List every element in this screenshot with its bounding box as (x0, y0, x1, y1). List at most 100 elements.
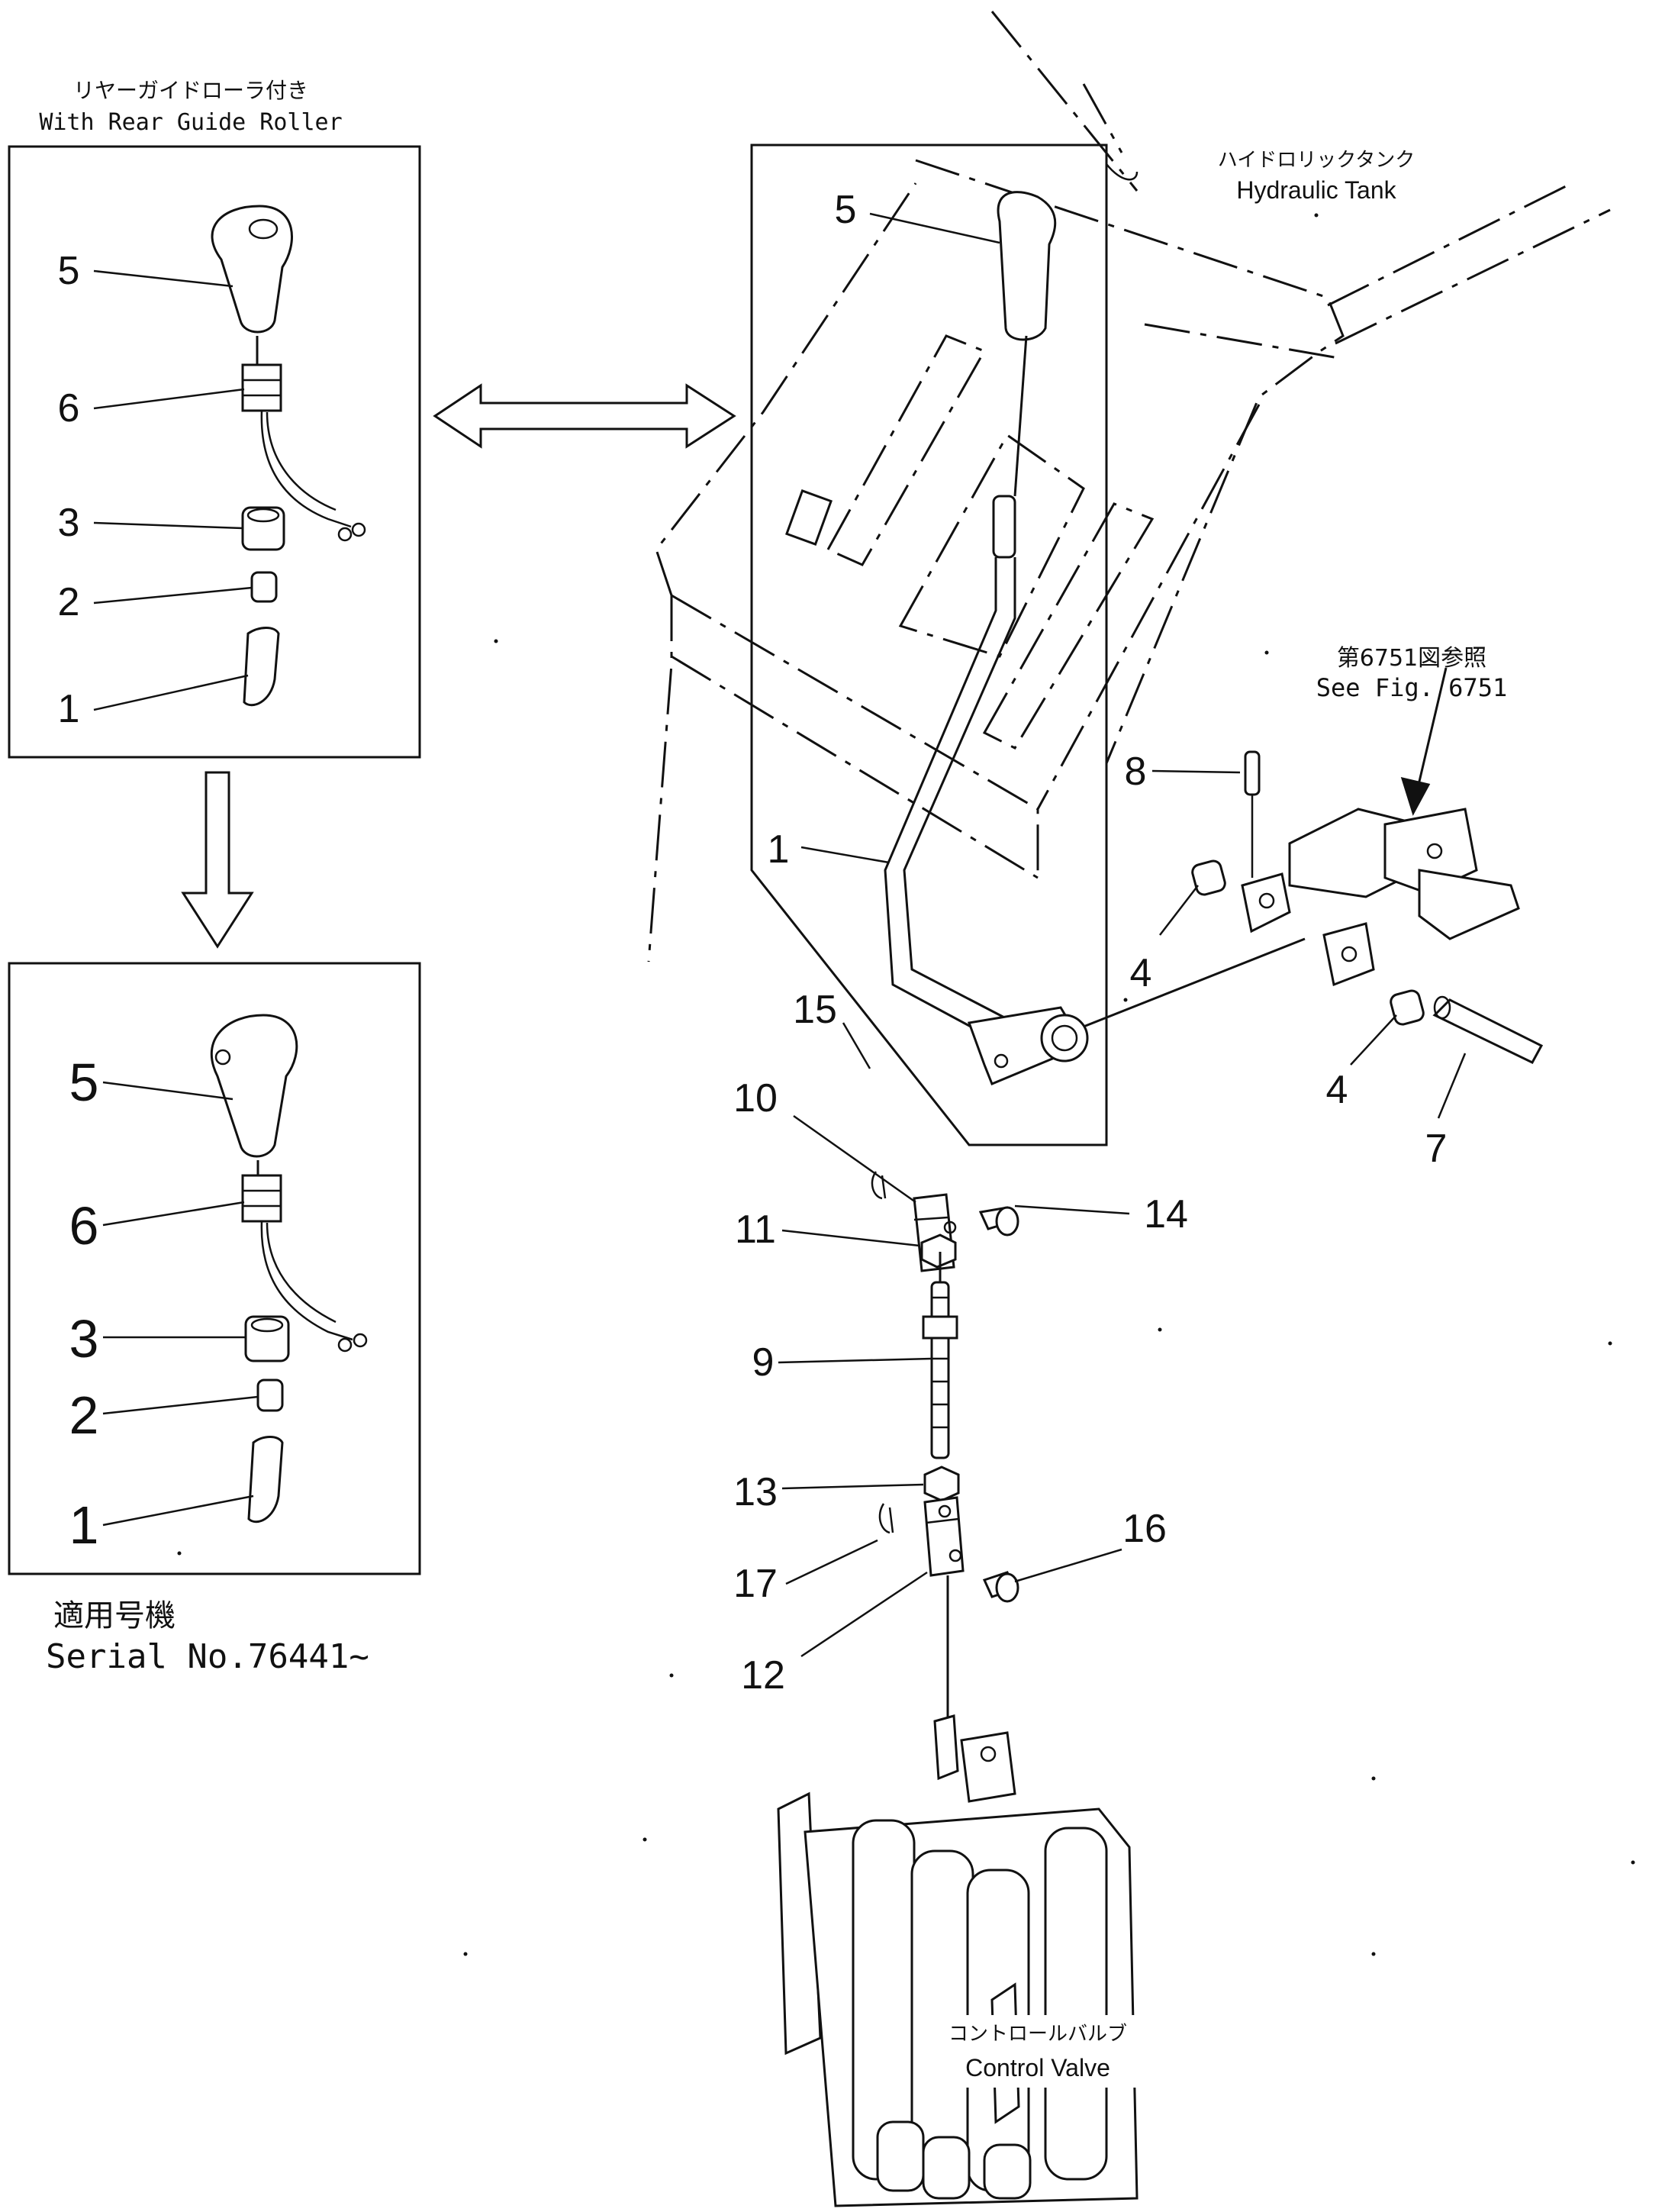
tank-outline (655, 182, 917, 596)
part-number-label: 3 (69, 1309, 99, 1369)
tank-slot (826, 334, 987, 566)
bushing-part (256, 1378, 284, 1412)
clevis-slot (926, 1517, 959, 1524)
scan-dot (1264, 650, 1269, 655)
control-valve-label-jp: コントロールバルブ (949, 2023, 1127, 2046)
leader-7 (1437, 1053, 1467, 1119)
part-number-label: 4 (1130, 951, 1152, 995)
bracket-clevis (1322, 922, 1375, 987)
inset-top-frame (8, 145, 421, 759)
leader-6 (102, 1201, 245, 1227)
leader-5 (869, 212, 1000, 244)
lever-plate-hole (994, 1053, 1009, 1069)
lever-stem (1013, 335, 1028, 497)
part-number-label: 8 (1125, 750, 1147, 794)
leader-5 (93, 269, 234, 288)
part-number-label: 1 (768, 827, 790, 872)
leader-5 (102, 1081, 234, 1101)
part-number-label: 11 (735, 1208, 776, 1252)
switch-wire (266, 1222, 337, 1324)
serial-caption-en: Serial No.76441~ (46, 1637, 369, 1676)
nut-hole (246, 508, 280, 523)
bracket-plate (1418, 869, 1520, 940)
control-valve (777, 1714, 1139, 2207)
see-fig-arrow-line (1414, 667, 1448, 798)
inset-serial-range: 5 6 3 2 1 適用号機 Serial No.76441~ (8, 962, 421, 1676)
tank-outline (915, 159, 1345, 764)
scan-dot (643, 1837, 647, 1842)
bushing-part (1390, 989, 1425, 1026)
knob-hole-detail (214, 1049, 231, 1066)
tank-outline (1036, 404, 1261, 810)
tank-label-plate (785, 489, 833, 546)
valve-clevis-hole (980, 1746, 997, 1762)
tank-slot (982, 502, 1155, 750)
clevis-hole (1341, 946, 1358, 963)
leader-1 (800, 846, 890, 864)
scan-dot (1371, 1776, 1376, 1781)
long-pin-part (1432, 998, 1544, 1064)
leader-12 (800, 1571, 928, 1658)
part-number-label: 9 (752, 1340, 775, 1385)
nut-part (241, 506, 285, 551)
leader-9 (778, 1357, 932, 1364)
part-number-label: 1 (58, 687, 80, 731)
part-number-label: 4 (1326, 1068, 1348, 1112)
hydraulic-tank-label-en: Hydraulic Tank (1236, 176, 1396, 204)
switch-body-part (241, 363, 282, 412)
clevis-pin-head (995, 1572, 1019, 1603)
leader-2 (102, 1395, 259, 1415)
lever-knob-part (211, 205, 293, 334)
valve-spool (1044, 1827, 1108, 2181)
leader-15 (842, 1022, 871, 1069)
clevis-slot (913, 1216, 949, 1221)
clevis-hole (943, 1220, 957, 1234)
part-number-label: 14 (1144, 1192, 1188, 1237)
scan-dot (1314, 213, 1319, 218)
scan-dot (1608, 1341, 1612, 1346)
bracket-hole (1426, 843, 1443, 859)
scan-dot (463, 1952, 468, 1956)
leader-2 (93, 586, 253, 605)
knob-top-detail (248, 218, 279, 240)
valve-port (983, 2143, 1032, 2200)
switch-wire (260, 410, 352, 528)
bracket-clevis (1241, 872, 1291, 933)
nut-part (920, 1233, 957, 1269)
part-number-label: 16 (1122, 1507, 1167, 1551)
lever-pivot-boss (1040, 1014, 1089, 1062)
leader-4 (1159, 885, 1199, 936)
part-number-label: 5 (835, 188, 857, 232)
valve-label-bg (940, 2015, 1139, 2088)
bushing-part (250, 571, 278, 603)
part-number-label: 12 (741, 1653, 785, 1698)
part-number-label: 2 (69, 1385, 99, 1445)
serial-caption-jp: 適用号機 (53, 1598, 176, 1633)
pin-part (1244, 750, 1261, 796)
lever-knob-part (210, 1014, 298, 1158)
scan-dot (1158, 1327, 1162, 1332)
split-pin-part (878, 1503, 894, 1534)
tank-outline (647, 595, 673, 963)
clevis-pin-head (995, 1206, 1019, 1237)
inset-bottom-frame (8, 962, 421, 1575)
switch-body-part (241, 1174, 282, 1223)
scan-dot (1123, 998, 1128, 1002)
wire-terminal (337, 1337, 353, 1353)
leader-6 (93, 388, 245, 410)
part-number-label: 7 (1425, 1127, 1448, 1171)
lever-pivot-hole (1051, 1024, 1078, 1052)
lever-rod (884, 557, 997, 1040)
leader-13 (781, 1483, 924, 1490)
part-number-label: 2 (58, 580, 80, 624)
part-number-label: 1 (69, 1495, 99, 1555)
main-assembly: コントロールバルブ Control Valve ハイドロリックタンク Hydra… (647, 11, 1611, 2207)
part-number-label: 5 (58, 249, 80, 293)
part-number-label: 5 (69, 1053, 99, 1112)
tank-outline (1327, 182, 1573, 307)
threaded-rod-part (930, 1281, 950, 1459)
clevis-hole (1258, 892, 1275, 909)
lever-knob-part (997, 191, 1057, 341)
control-valve-label-en: Control Valve (965, 2054, 1110, 2081)
part-number-label: 6 (69, 1196, 99, 1256)
